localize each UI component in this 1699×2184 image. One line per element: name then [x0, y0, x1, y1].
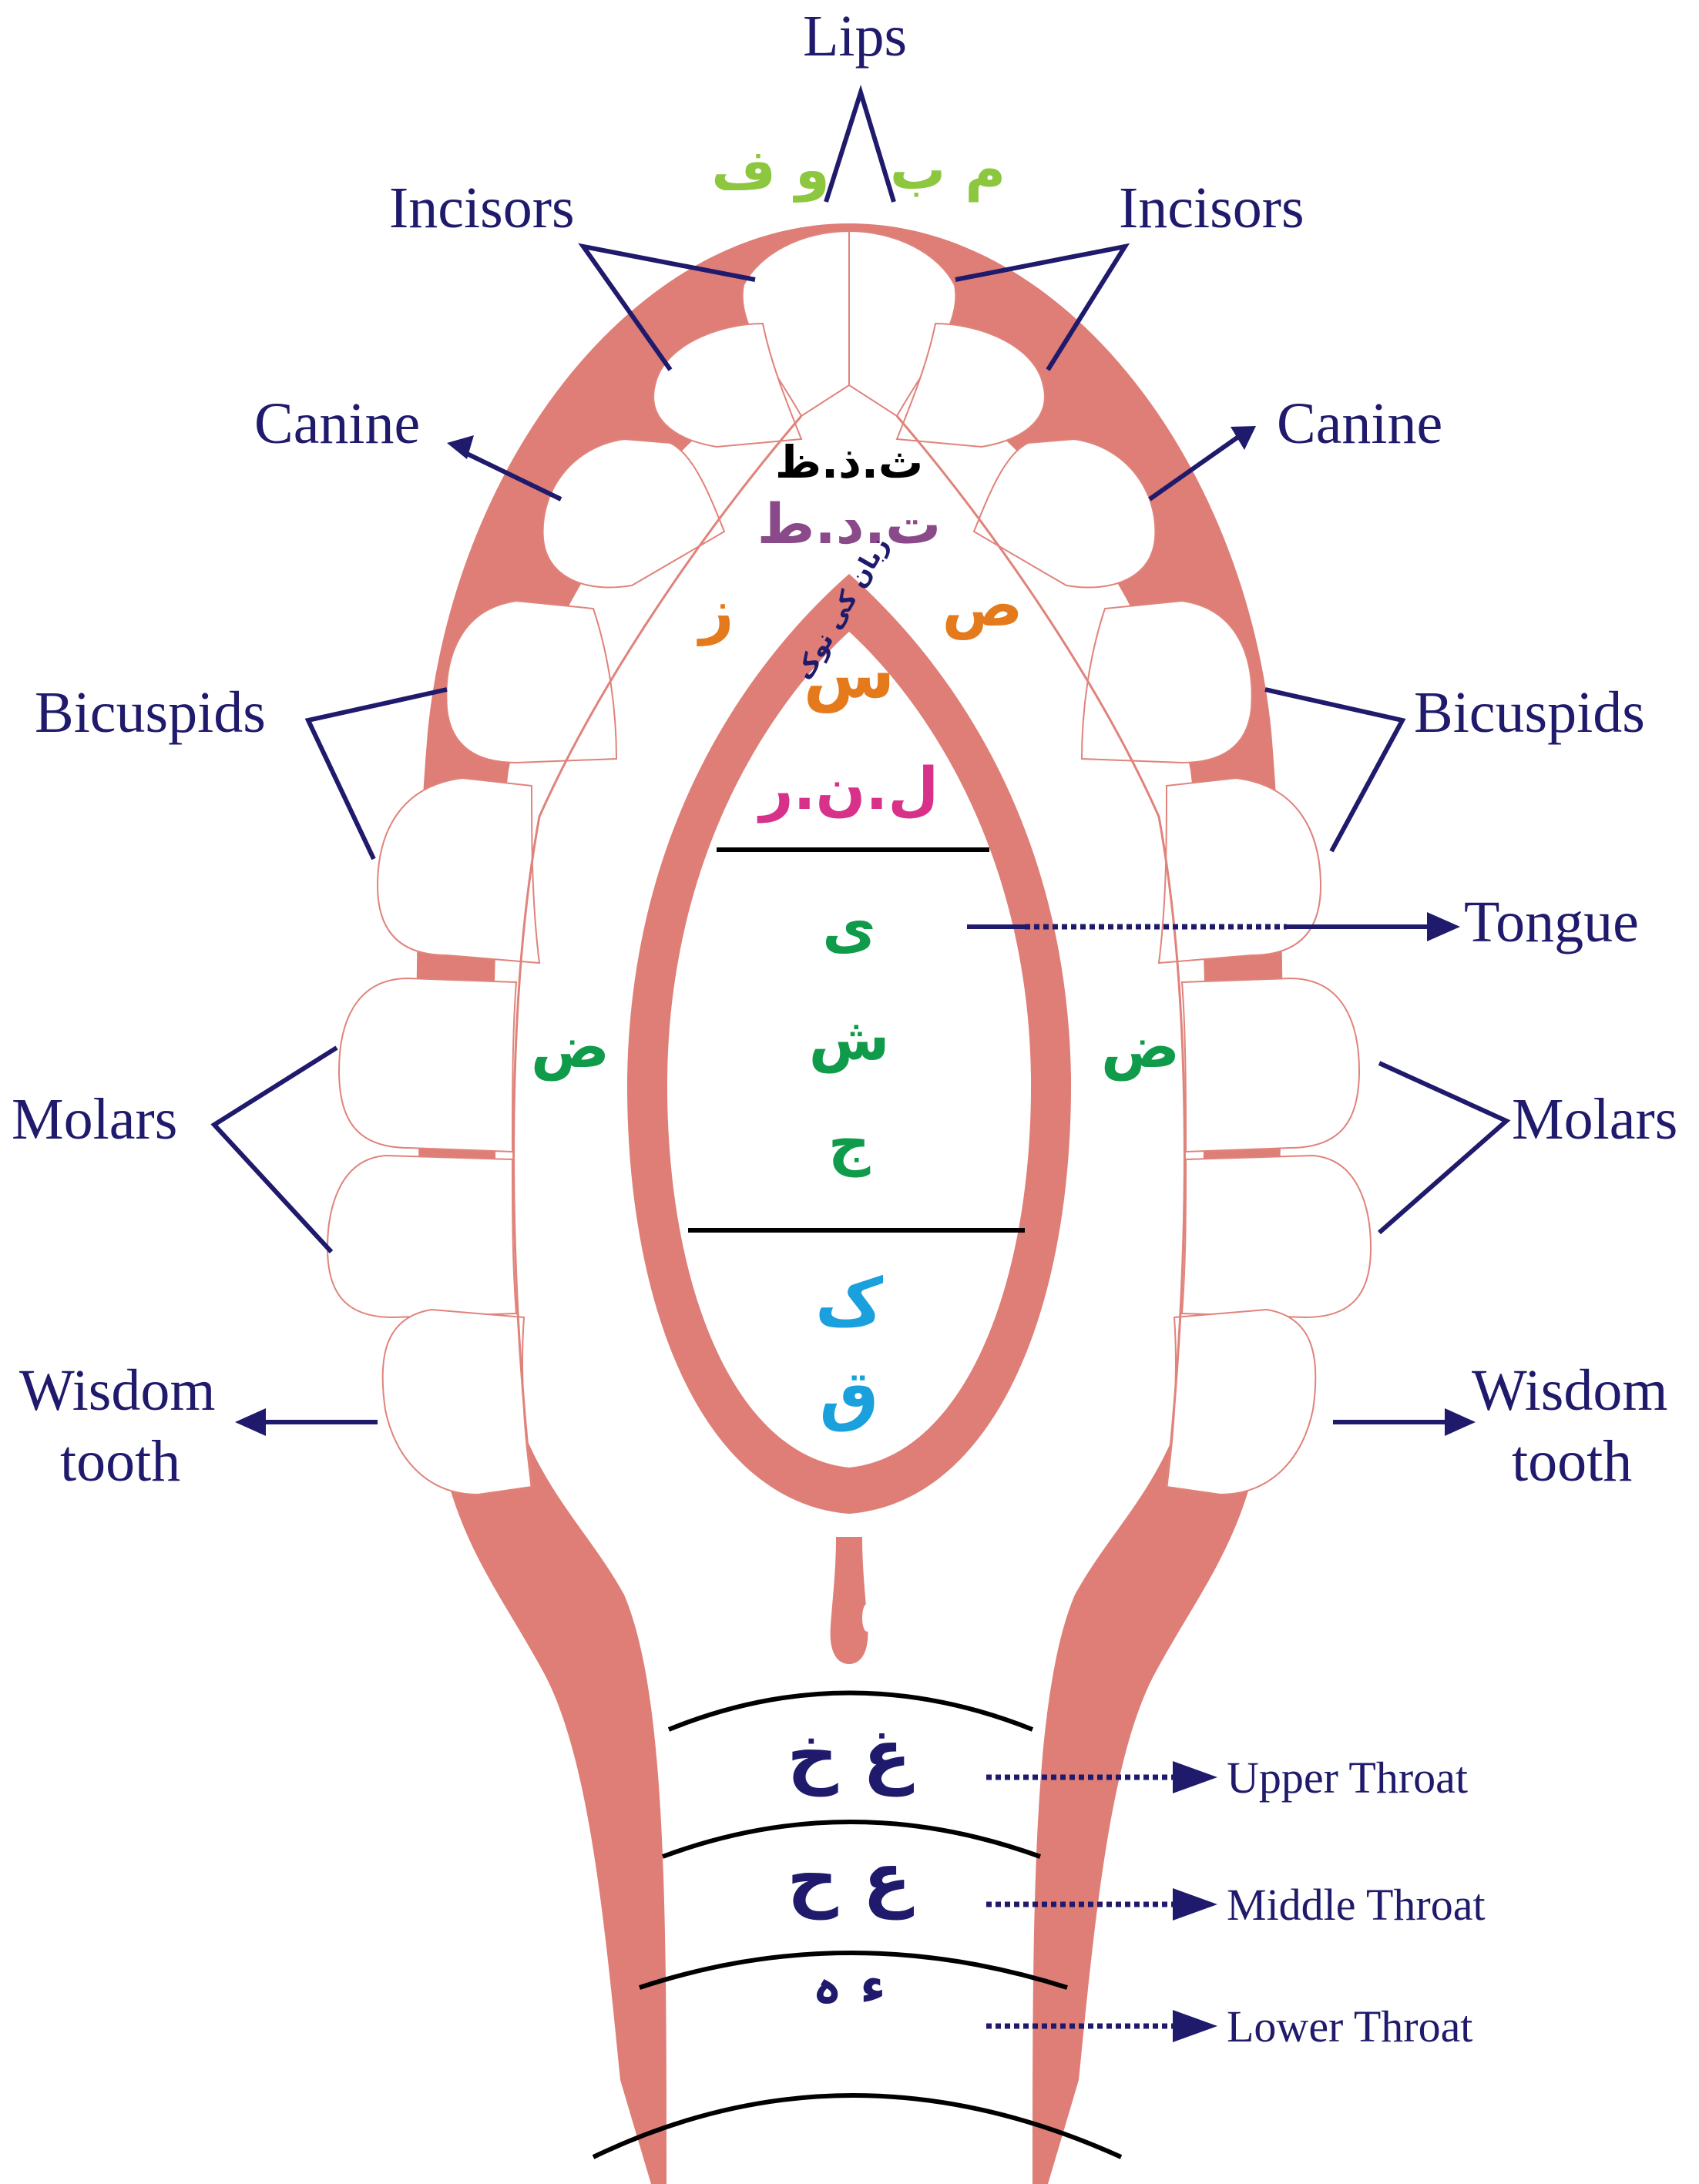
- lower-throat-arrowhead: [1173, 2010, 1217, 2042]
- molars-right-pointer: [1379, 1063, 1506, 1233]
- letters-teeth-tip-2: ت.د.ط: [757, 491, 942, 556]
- label-incisors-right: Incisors: [1119, 176, 1304, 240]
- letters-lips-right: م ب: [890, 137, 1006, 202]
- molars-left-pointer: [214, 1048, 337, 1252]
- letter-ya: ی: [822, 893, 876, 961]
- molar-right-2: [1182, 1156, 1371, 1317]
- bicuspid-right-1: [1082, 601, 1252, 763]
- label-molars-right: Molars: [1512, 1087, 1677, 1152]
- wisdom-tooth-left: [383, 1310, 532, 1495]
- label-upper-throat: Upper Throat: [1227, 1753, 1468, 1803]
- label-middle-throat: Middle Throat: [1227, 1880, 1486, 1930]
- bicuspid-left-2: [378, 778, 539, 963]
- letters-lam-noon-ra: ل.ن.ر: [757, 754, 938, 824]
- middle-throat-arrowhead: [1173, 1888, 1217, 1921]
- label-wisdom-left-line2: tooth: [60, 1429, 180, 1494]
- letter-qaf: ق: [820, 1357, 879, 1434]
- letters-middle-throat: ع ح: [787, 1837, 914, 1920]
- letters-lips-left: و ف: [711, 137, 829, 203]
- uvula-highlight: [862, 1604, 871, 1632]
- wisdom-tooth-right: [1167, 1310, 1315, 1495]
- molar-left-2: [327, 1156, 516, 1317]
- label-lips: Lips: [803, 4, 907, 69]
- label-bicuspids-right: Bicuspids: [1414, 680, 1645, 745]
- label-tongue: Tongue: [1464, 890, 1639, 954]
- letters-lower-throat: ء ہ: [812, 1956, 885, 2015]
- letter-dad-right: ض: [1101, 1012, 1180, 1082]
- molar-right-1: [1182, 978, 1359, 1152]
- label-canine-right: Canine: [1277, 391, 1442, 456]
- bicuspid-right-2: [1159, 778, 1321, 963]
- tongue-arrowhead: [1427, 912, 1460, 941]
- label-lower-throat: Lower Throat: [1227, 2001, 1472, 2051]
- lips-pointer: [826, 92, 894, 202]
- bicuspid-left-1: [446, 601, 616, 763]
- label-wisdom-right-line2: tooth: [1512, 1429, 1632, 1494]
- letter-kaf: ک: [815, 1264, 884, 1341]
- letter-sad: ص: [942, 571, 1023, 640]
- letter-sheen: ش: [809, 1005, 890, 1073]
- label-molars-left: Molars: [12, 1087, 177, 1152]
- letter-jeem: ج: [828, 1109, 871, 1178]
- letters-teeth-tip-1: ث.ذ.ظ: [775, 436, 923, 488]
- label-incisors-left: Incisors: [389, 176, 575, 240]
- letters-upper-throat: غ خ: [787, 1714, 914, 1797]
- letter-seen: س: [804, 636, 895, 713]
- label-wisdom-right-line1: Wisdom: [1472, 1358, 1668, 1423]
- label-wisdom-left-line1: Wisdom: [19, 1358, 216, 1423]
- wisdom-right-arrowhead: [1445, 1408, 1476, 1436]
- label-bicuspids-left: Bicuspids: [35, 680, 266, 745]
- letter-zay: ز: [697, 577, 734, 646]
- wisdom-left-arrowhead: [235, 1408, 266, 1436]
- uvula: [831, 1537, 868, 1664]
- label-canine-left: Canine: [254, 391, 420, 456]
- upper-throat-arrowhead: [1173, 1761, 1217, 1793]
- letter-dad-left: ض: [531, 1012, 609, 1082]
- molar-left-1: [339, 978, 516, 1152]
